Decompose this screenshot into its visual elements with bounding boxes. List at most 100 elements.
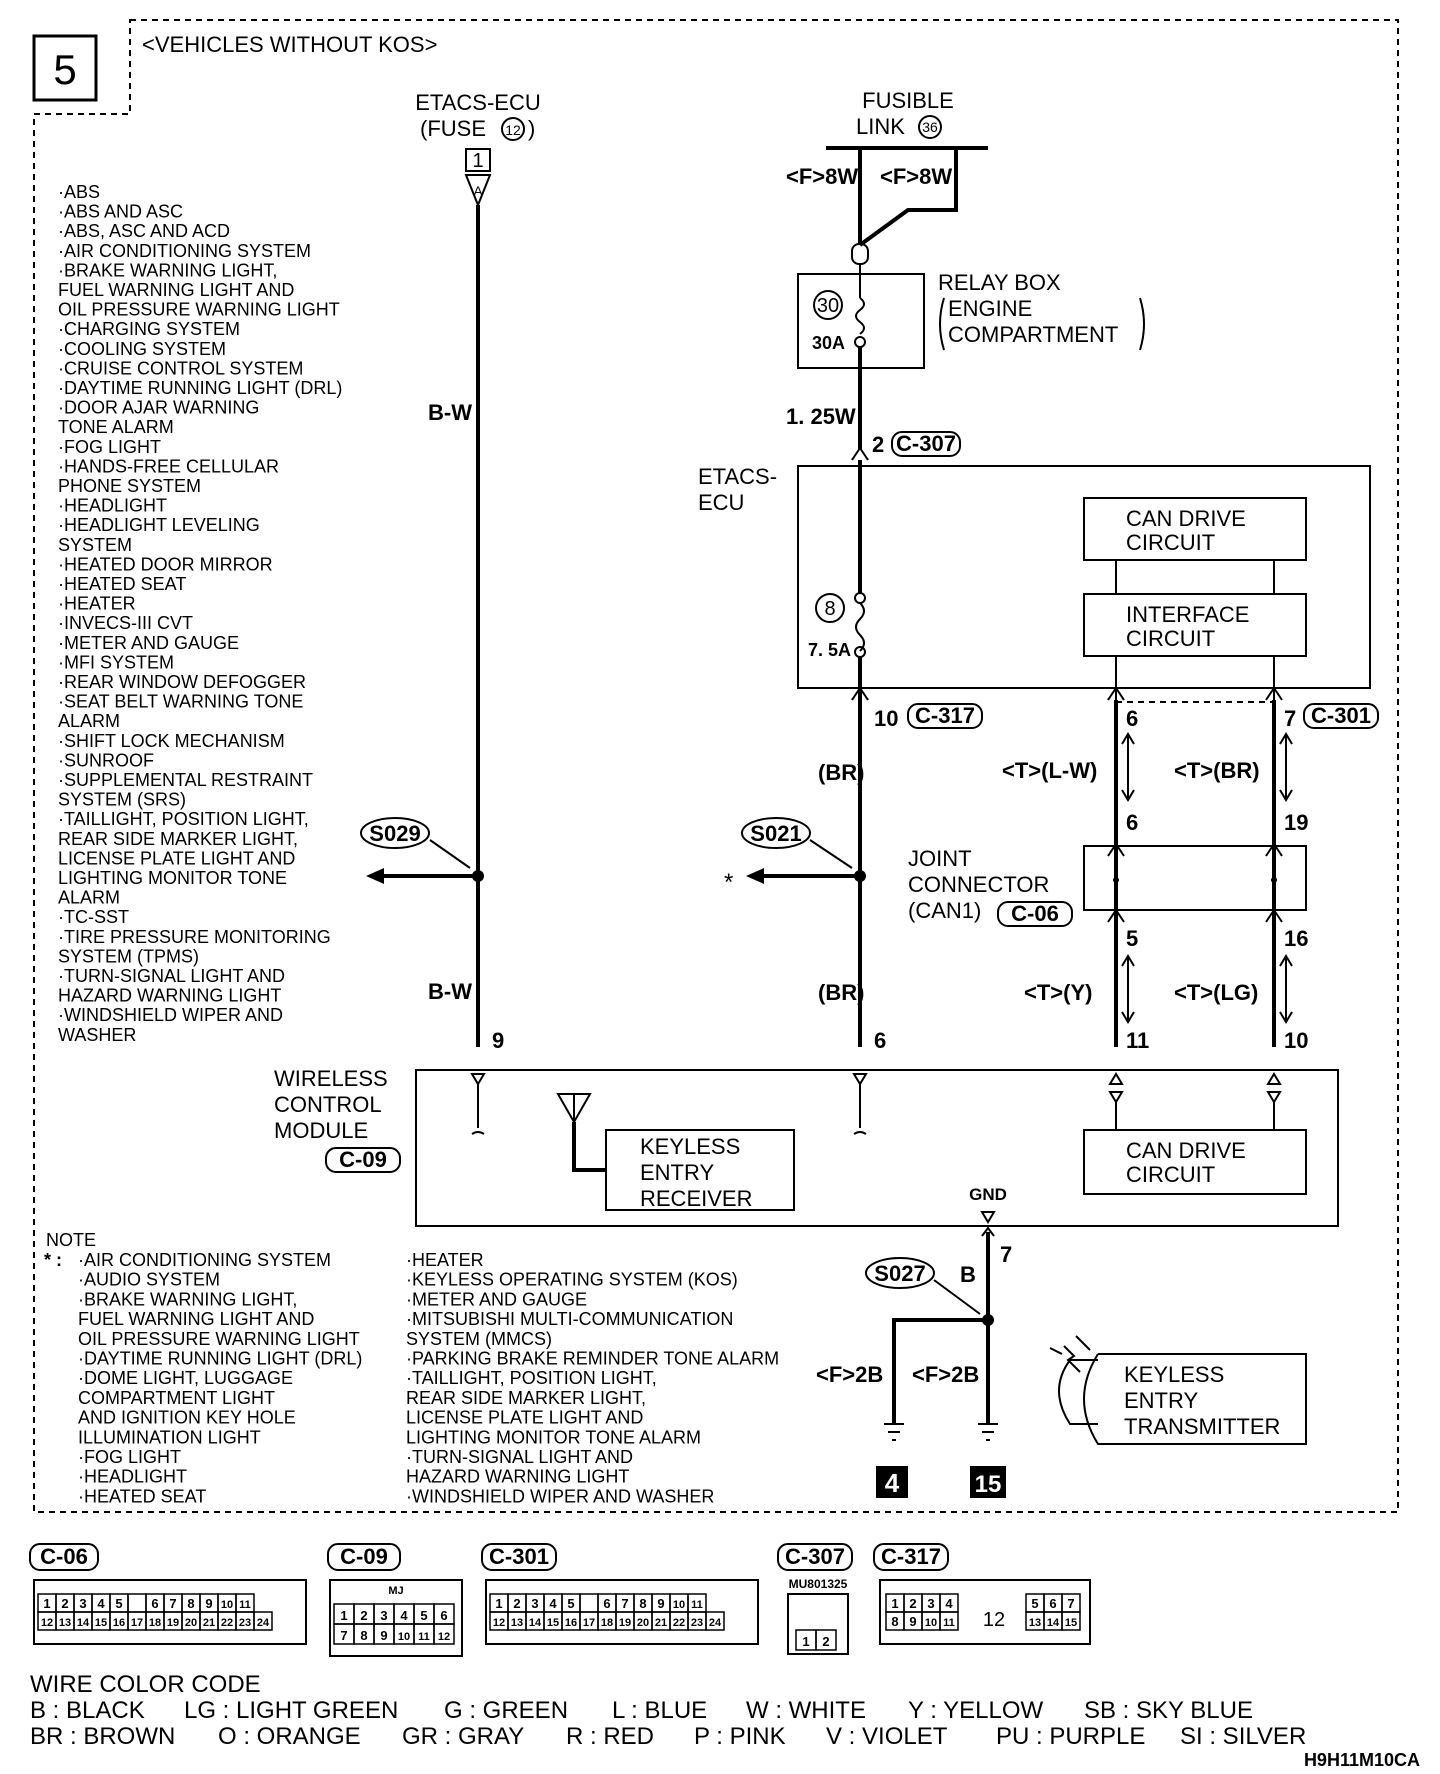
svg-text:·BRAKE WARNING LIGHT,: ·BRAKE WARNING LIGHT, bbox=[78, 1289, 297, 1309]
wire-gnd-branch bbox=[892, 1318, 988, 1424]
can-drive-top-line1: CAN DRIVE bbox=[1126, 506, 1246, 531]
svg-text:SYSTEM (SRS): SYSTEM (SRS) bbox=[58, 790, 186, 810]
connector-pin-cell bbox=[579, 1593, 599, 1613]
svg-text:·TIRE PRESSURE MONITORING: ·TIRE PRESSURE MONITORING bbox=[58, 927, 331, 947]
transmitter-line3: TRANSMITTER bbox=[1124, 1414, 1280, 1439]
pointer-s027 bbox=[933, 1279, 981, 1315]
connector-pin-number: 11 bbox=[418, 1631, 430, 1643]
wcm-pin-11: 11 bbox=[1126, 1028, 1149, 1053]
joint-label-1: JOINT bbox=[908, 846, 972, 871]
wire-br-label-bottom: (BR) bbox=[818, 980, 864, 1005]
relay-box-label: RELAY BOX bbox=[938, 270, 1061, 295]
svg-text:SYSTEM: SYSTEM bbox=[58, 535, 132, 555]
svg-text:LICENSE PLATE LIGHT AND: LICENSE PLATE LIGHT AND bbox=[406, 1408, 643, 1428]
c317-pin: 10 bbox=[874, 706, 898, 731]
terminal-1-box bbox=[465, 148, 491, 172]
fuse-12-number: 12 bbox=[505, 122, 521, 138]
svg-text:·HEADLIGHT LEVELING: ·HEADLIGHT LEVELING bbox=[58, 515, 260, 535]
fuse-12-circle bbox=[501, 117, 525, 141]
svg-text:·PARKING BRAKE REMINDER TONE A: ·PARKING BRAKE REMINDER TONE ALARM bbox=[406, 1349, 779, 1369]
connector-pin-number: 6 bbox=[603, 1596, 610, 1611]
receiver-line1: KEYLESS bbox=[640, 1134, 740, 1159]
connector-pin-number: 24 bbox=[709, 1617, 722, 1629]
c307-terminal-mark bbox=[851, 446, 869, 461]
connector-pin-number: 17 bbox=[131, 1617, 143, 1629]
svg-text:·HEATER: ·HEATER bbox=[58, 594, 136, 614]
connector-pin-number: 21 bbox=[655, 1617, 667, 1629]
connector-pin-number: 2 bbox=[61, 1596, 68, 1611]
connector-pin-number: 1 bbox=[802, 1634, 809, 1649]
fuse-8-rating: 7. 5A bbox=[808, 640, 851, 660]
svg-text:L : BLUE: L : BLUE bbox=[612, 1697, 707, 1724]
connector-pin-number: 12 bbox=[41, 1617, 53, 1629]
wcm-term-11 bbox=[1108, 1072, 1124, 1130]
ground-wire-right: <F>2B bbox=[912, 1362, 979, 1387]
connector-pin-number: 17 bbox=[583, 1617, 595, 1629]
wire-8w-right-label: <F>8W bbox=[880, 164, 952, 189]
joint-pin-6: 6 bbox=[1126, 810, 1138, 835]
svg-text:REAR SIDE MARKER LIGHT,: REAR SIDE MARKER LIGHT, bbox=[406, 1388, 646, 1408]
connector-pin-number: 22 bbox=[673, 1617, 685, 1629]
asterisk-marker: * bbox=[724, 869, 733, 896]
svg-text:·METER AND GAUGE: ·METER AND GAUGE bbox=[58, 633, 239, 653]
svg-text:·MFI SYSTEM: ·MFI SYSTEM bbox=[58, 652, 174, 672]
note-marker: * : bbox=[44, 1250, 62, 1270]
wcm-label-1: WIRELESS bbox=[274, 1066, 388, 1091]
svg-text:WASHER: WASHER bbox=[58, 1025, 136, 1045]
svg-text:·DOME LIGHT, LUGGAGE: ·DOME LIGHT, LUGGAGE bbox=[78, 1368, 293, 1388]
joint-pin-5: 5 bbox=[1126, 926, 1138, 951]
gnd-pin-7: 7 bbox=[1000, 1242, 1012, 1267]
svg-text:·HEATER: ·HEATER bbox=[406, 1250, 484, 1270]
c317-label: C-317 bbox=[915, 703, 975, 728]
pointer-s029 bbox=[429, 839, 471, 869]
svg-text:PU : PURPLE: PU : PURPLE bbox=[996, 1723, 1145, 1750]
c06-label: C-06 bbox=[1011, 901, 1059, 926]
svg-text:C-09: C-09 bbox=[340, 1544, 388, 1569]
wire-bw-label-top: B-W bbox=[428, 400, 472, 425]
connector-pin-number: 1 bbox=[43, 1596, 50, 1611]
svg-text:·AIR CONDITIONING SYSTEM: ·AIR CONDITIONING SYSTEM bbox=[58, 241, 311, 261]
svg-text:B : BLACK: B : BLACK bbox=[30, 1697, 145, 1724]
svg-text:C-06: C-06 bbox=[40, 1544, 88, 1569]
fuse-8-number: 8 bbox=[824, 598, 835, 620]
gnd-wire-b: B bbox=[960, 1262, 976, 1287]
svg-text:·TAILLIGHT, POSITION LIGHT,: ·TAILLIGHT, POSITION LIGHT, bbox=[406, 1368, 657, 1388]
connector-pin-number: 13 bbox=[59, 1617, 71, 1629]
connector-pin-number: 12 bbox=[493, 1617, 505, 1629]
receiver-line2: ENTRY bbox=[640, 1160, 714, 1185]
connector-pin-cell bbox=[1061, 1611, 1081, 1631]
svg-text:·HANDS-FREE CELLULAR: ·HANDS-FREE CELLULAR bbox=[58, 456, 279, 476]
svg-text:·TC-SST: ·TC-SST bbox=[58, 907, 129, 927]
svg-text:O : ORANGE: O : ORANGE bbox=[218, 1723, 361, 1750]
connector-pin-number: 15 bbox=[547, 1617, 559, 1629]
etacs-ecu-box bbox=[797, 465, 1371, 689]
svg-text:·TAILLIGHT, POSITION LIGHT,: ·TAILLIGHT, POSITION LIGHT, bbox=[58, 809, 309, 829]
connector-pin-number: 7 bbox=[1067, 1596, 1074, 1611]
svg-text:OIL PRESSURE WARNING LIGHT: OIL PRESSURE WARNING LIGHT bbox=[78, 1329, 360, 1349]
svg-text:BR : BROWN: BR : BROWN bbox=[30, 1723, 175, 1750]
connector-pin-number: 20 bbox=[185, 1617, 197, 1629]
connector-a-triangle bbox=[464, 174, 492, 208]
svg-text:AND IGNITION KEY HOLE: AND IGNITION KEY HOLE bbox=[78, 1408, 296, 1428]
svg-text:MU801325: MU801325 bbox=[789, 1577, 848, 1591]
connector-pin-cell bbox=[433, 1623, 455, 1645]
connector-pin-number: 6 bbox=[1049, 1596, 1056, 1611]
connector-pin-cell bbox=[253, 1611, 273, 1631]
connector-pin-number: 10 bbox=[925, 1617, 937, 1629]
svg-text:SYSTEM (MMCS): SYSTEM (MMCS) bbox=[406, 1329, 552, 1349]
connector-pin-number: 10 bbox=[673, 1599, 685, 1611]
c301-right-mark bbox=[1265, 686, 1283, 701]
connector-pin-number: 7 bbox=[340, 1628, 347, 1643]
svg-text:SB : SKY BLUE: SB : SKY BLUE bbox=[1084, 1697, 1253, 1724]
etacs-fuse-label: ETACS-ECU bbox=[415, 90, 541, 115]
ground-symbol-left bbox=[884, 1423, 904, 1441]
connector-pin-number: 11 bbox=[239, 1599, 251, 1611]
antenna-lead bbox=[572, 1122, 606, 1172]
svg-text:MJ: MJ bbox=[388, 1585, 403, 1597]
connector-pin-number: 22 bbox=[221, 1617, 233, 1629]
wcm-pin-6: 6 bbox=[874, 1028, 886, 1053]
twist-arrow-y-heads bbox=[1121, 954, 1135, 1024]
fuse-30-rating: 30A bbox=[812, 333, 845, 353]
